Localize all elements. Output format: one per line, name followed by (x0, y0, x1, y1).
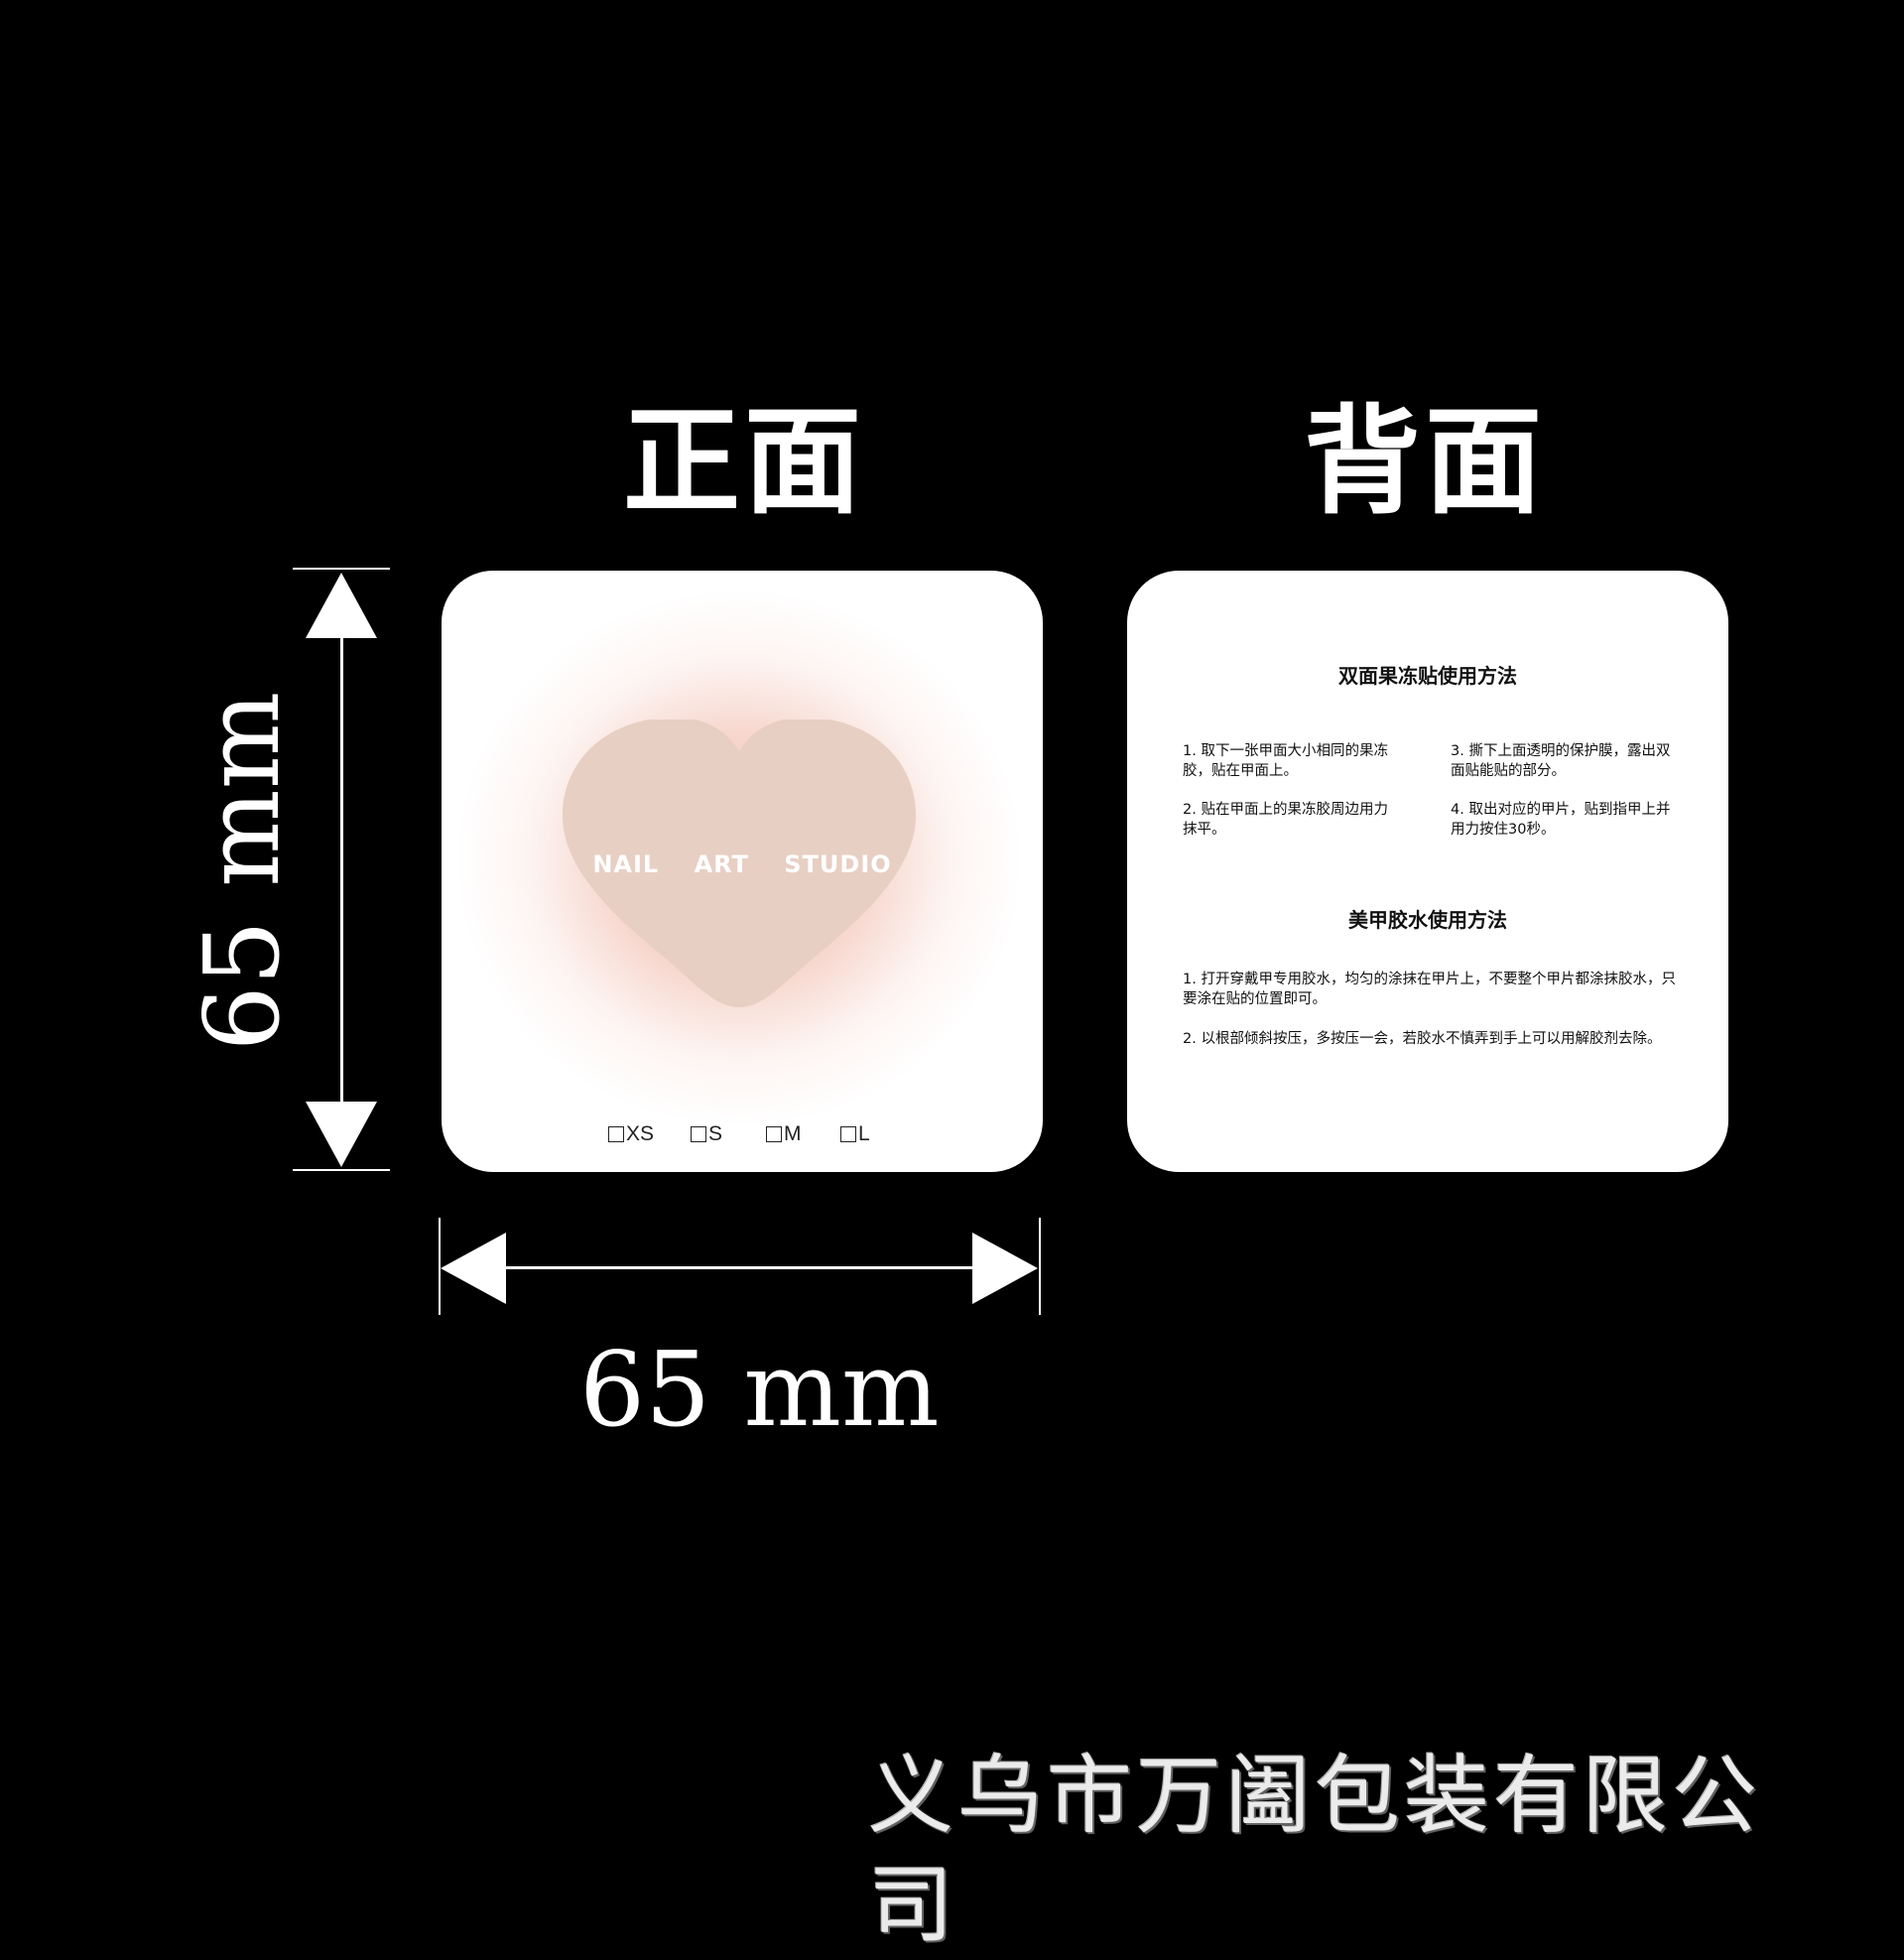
checkbox-icon[interactable] (840, 1126, 856, 1142)
section-title-jelly-sticker: 双面果冻贴使用方法 (1338, 664, 1517, 688)
arrow-down-icon (306, 1102, 377, 1167)
step-item: 1. 取下一张甲面大小相同的果冻胶，贴在甲面上。 (1183, 743, 1388, 779)
back-side-title: 背面 (1303, 393, 1546, 530)
dimension-line-horizontal (501, 1266, 977, 1269)
checkbox-icon[interactable] (766, 1126, 782, 1142)
arrow-right-icon (972, 1233, 1038, 1304)
arrow-left-icon (441, 1233, 506, 1304)
size-label: XS (626, 1122, 655, 1145)
size-label: S (708, 1122, 723, 1145)
arrow-up-icon (306, 573, 377, 638)
heart-icon (562, 719, 917, 1007)
back-card: 双面果冻贴使用方法 1. 取下一张甲面大小相同的果冻胶，贴在甲面上。 2. 贴在… (1127, 571, 1728, 1172)
step-item: 3. 撕下上面透明的保护膜，露出双面贴能贴的部分。 (1451, 743, 1671, 779)
size-label: L (858, 1122, 870, 1145)
step-item: 2. 贴在甲面上的果冻胶周边用力抹平。 (1183, 802, 1388, 838)
height-dimension-label: 65 mm (182, 691, 303, 1052)
dimension-extension-line (293, 568, 390, 570)
size-option-m[interactable]: M (766, 1122, 802, 1146)
size-option-l[interactable]: L (840, 1122, 870, 1146)
front-card: NAIL ART STUDIO XS S M L (442, 571, 1043, 1172)
company-name: 义乌市万阖包装有限公司 (868, 1747, 1761, 1955)
width-dimension-label: 65 mm (579, 1329, 940, 1450)
front-side-title: 正面 (622, 393, 865, 530)
size-option-s[interactable]: S (691, 1122, 722, 1146)
brand-text: NAIL ART STUDIO (592, 850, 892, 878)
size-label: M (784, 1122, 802, 1145)
dimension-extension-line (293, 1169, 390, 1171)
dimension-extension-line (1039, 1218, 1041, 1315)
step-item: 2. 以根部倾斜按压，多按压一会，若胶水不慎弄到手上可以用解胶剂去除。 (1183, 1031, 1662, 1047)
checkbox-icon[interactable] (608, 1126, 624, 1142)
dimension-line-vertical (340, 615, 343, 1111)
section-title-glue: 美甲胶水使用方法 (1348, 908, 1507, 932)
dimension-extension-line (439, 1218, 441, 1315)
step-item: 4. 取出对应的甲片，贴到指甲上并用力按住30秒。 (1451, 802, 1671, 838)
size-option-xs[interactable]: XS (608, 1122, 654, 1146)
checkbox-icon[interactable] (691, 1126, 706, 1142)
step-item: 1. 打开穿戴甲专用胶水，均匀的涂抹在甲片上，不要整个甲片都涂抹胶水，只要涂在贴… (1183, 972, 1676, 1007)
size-options: XS S M L (442, 1122, 1043, 1152)
